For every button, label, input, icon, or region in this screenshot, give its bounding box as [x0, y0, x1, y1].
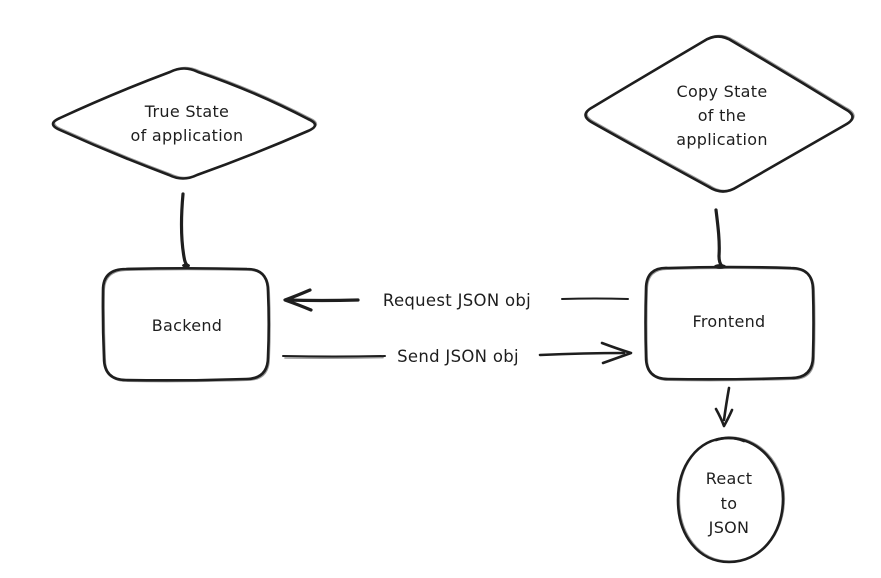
diamond-outline [51, 67, 317, 180]
down-arrowhead [714, 407, 734, 428]
copy-state-label-line3: application [676, 130, 768, 149]
diamond-outline [584, 35, 854, 193]
edge-copy-state-to-frontend [714, 208, 726, 269]
edge-request-json: Request JSON obj [283, 288, 629, 312]
down-arrow-shaft [722, 386, 731, 422]
node-react-to-json-circle: React to JSON [676, 436, 786, 564]
frontend-label: Frontend [692, 312, 765, 331]
circle-overlap-stroke [714, 436, 746, 443]
edge-frontend-to-react [714, 386, 734, 428]
react-label-line3: JSON [708, 518, 750, 537]
node-copy-state-diamond: Copy State of the application [584, 34, 855, 193]
send-arrow-label: Send JSON obj [397, 347, 519, 366]
edge-send-json: Send JSON obj [282, 341, 633, 366]
edge-true-state-to-backend [180, 192, 190, 268]
react-label-line1: React [706, 469, 753, 488]
copy-state-label-line2: of the [698, 106, 747, 125]
true-state-label-line1: True State [144, 102, 229, 121]
node-frontend-rect: Frontend [644, 265, 816, 382]
copy-state-label-line1: Copy State [676, 82, 767, 101]
node-true-state-diamond: True State of application [51, 66, 318, 180]
connector-line [180, 192, 190, 268]
connector-end-blob [182, 263, 190, 268]
node-backend-rect: Backend [101, 266, 271, 383]
backend-label: Backend [152, 316, 223, 335]
send-arrow-tail-ghost [284, 356, 384, 360]
send-arrow-shaft [538, 351, 626, 357]
request-arrowhead-left [283, 288, 313, 312]
rect-outline [101, 266, 271, 382]
diamond-outline-ghost [53, 66, 318, 179]
rect-outline [644, 265, 815, 381]
request-arrow-shaft [284, 298, 360, 303]
send-arrowhead-right [600, 341, 633, 365]
request-arrow-label: Request JSON obj [383, 291, 531, 310]
send-arrow-tail [282, 355, 386, 358]
request-arrow-tail [561, 297, 629, 300]
react-label-line2: to [721, 494, 738, 513]
circle-outline [676, 436, 785, 564]
connector-line [714, 208, 724, 268]
true-state-label-line2: of application [131, 126, 244, 145]
